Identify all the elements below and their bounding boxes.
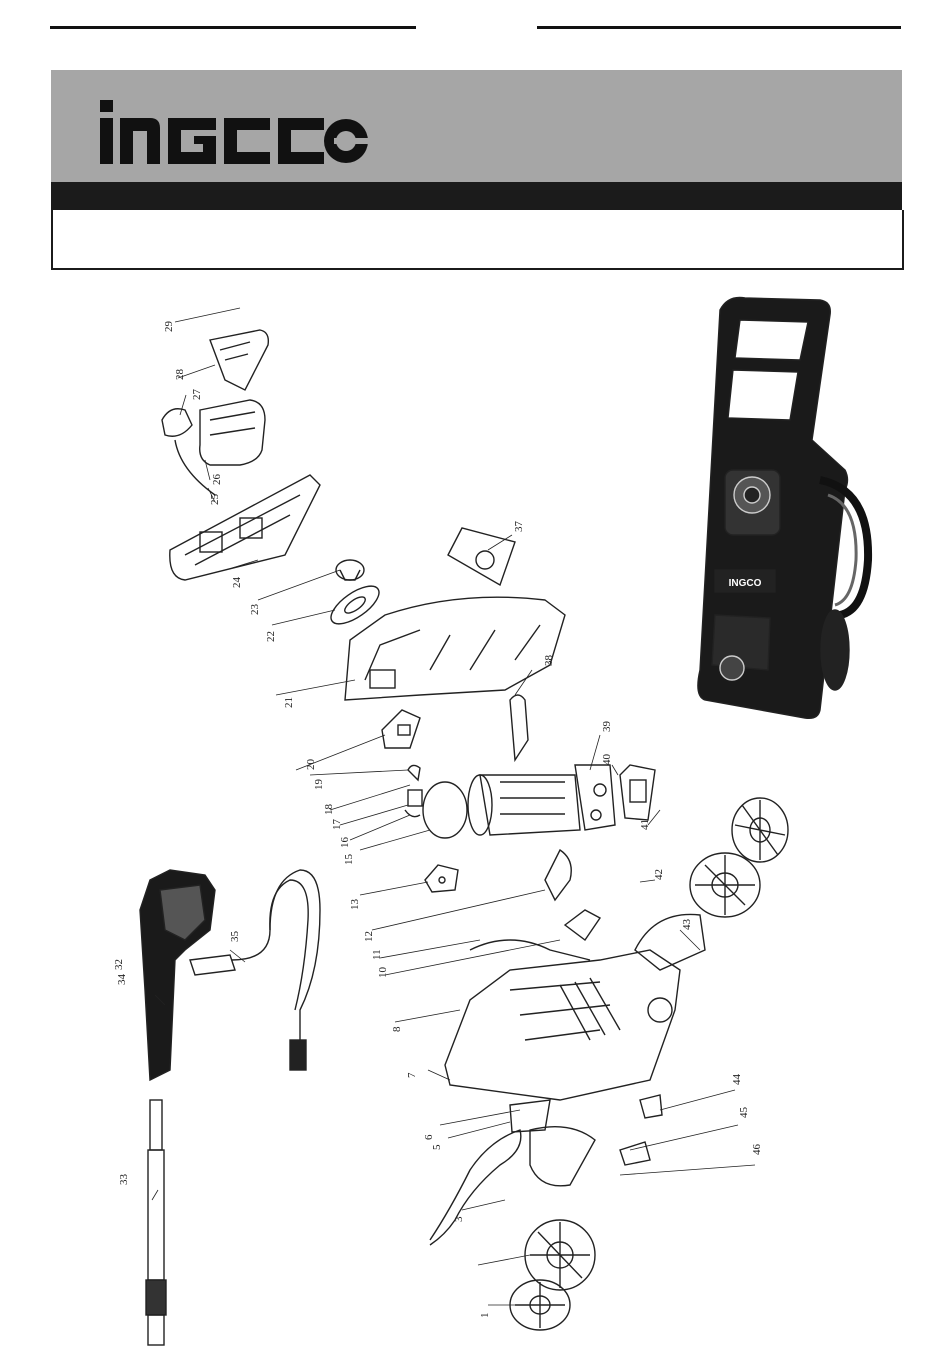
part-label-43: 43	[681, 919, 693, 931]
part-label-44: 44	[731, 1074, 743, 1086]
part-label-34: 34	[116, 974, 128, 986]
rear-cover-part	[448, 528, 515, 585]
part-label-1: 1	[479, 1313, 491, 1319]
part-label-24: 24	[231, 577, 243, 589]
part-label-39: 39	[601, 721, 613, 733]
part-label-42: 42	[653, 869, 665, 880]
part-label-5: 5	[431, 1144, 443, 1150]
knob-parts	[325, 560, 385, 631]
wheels-right	[635, 798, 788, 970]
part-label-25: 25	[209, 494, 221, 506]
part-label-38: 38	[543, 655, 555, 667]
lance	[146, 1100, 166, 1345]
wheels-bottom	[510, 1220, 595, 1330]
ingco-logo	[98, 98, 370, 166]
part-label-40: 40	[601, 754, 613, 766]
exploded-parts-diagram: INGCO	[0, 270, 950, 1360]
part-label-17: 17	[331, 819, 343, 831]
part-label-21: 21	[283, 697, 295, 708]
part-label-16: 16	[339, 837, 351, 849]
part-label-10: 10	[377, 967, 389, 979]
inlet-parts	[530, 1095, 662, 1186]
part-label-29: 29	[163, 321, 175, 333]
part-label-7: 7	[406, 1072, 418, 1078]
upper-housing	[345, 597, 565, 700]
upper-handle-parts	[162, 330, 320, 580]
part-label-32: 32	[113, 959, 125, 970]
part-label-35: 35	[229, 931, 241, 943]
part-label-12: 12	[363, 931, 375, 942]
header-black-bar	[51, 182, 902, 211]
part-label-15: 15	[343, 854, 355, 866]
base-housing	[445, 940, 680, 1100]
switch-parts	[382, 710, 467, 838]
part-label-45: 45	[738, 1107, 750, 1119]
part-label-8: 8	[391, 1026, 403, 1032]
part-label-28: 28	[174, 369, 186, 381]
part-label-22: 22	[265, 631, 277, 642]
pressure-switch-part	[620, 765, 655, 820]
part-labels: 1356781011121315161718192021222324252627…	[113, 321, 763, 1319]
part-label-23: 23	[249, 604, 261, 616]
part-label-3: 3	[453, 1216, 465, 1222]
part-label-13: 13	[349, 899, 361, 911]
part-label-20: 20	[305, 759, 317, 771]
svg-text:INGCO: INGCO	[729, 578, 762, 589]
part-label-26: 26	[211, 474, 223, 486]
leader-lines	[152, 308, 755, 1305]
power-cord	[430, 1100, 550, 1245]
title-box	[51, 210, 904, 270]
part-label-33: 33	[118, 1174, 130, 1186]
part-label-18: 18	[323, 804, 335, 816]
top-rule-right	[537, 26, 901, 29]
part-label-46: 46	[751, 1144, 763, 1156]
part-label-6: 6	[423, 1134, 435, 1140]
part-label-41: 41	[639, 819, 651, 830]
assembled-washer-illustration: INGCO	[698, 298, 868, 719]
top-rule-left	[50, 26, 416, 29]
small-parts-middle	[425, 850, 600, 940]
part-label-27: 27	[191, 389, 203, 401]
part-label-37: 37	[513, 521, 525, 533]
spray-gun-and-hose	[140, 870, 320, 1080]
part-label-19: 19	[313, 779, 325, 791]
motor-assembly	[468, 695, 615, 835]
part-label-11: 11	[371, 949, 383, 960]
